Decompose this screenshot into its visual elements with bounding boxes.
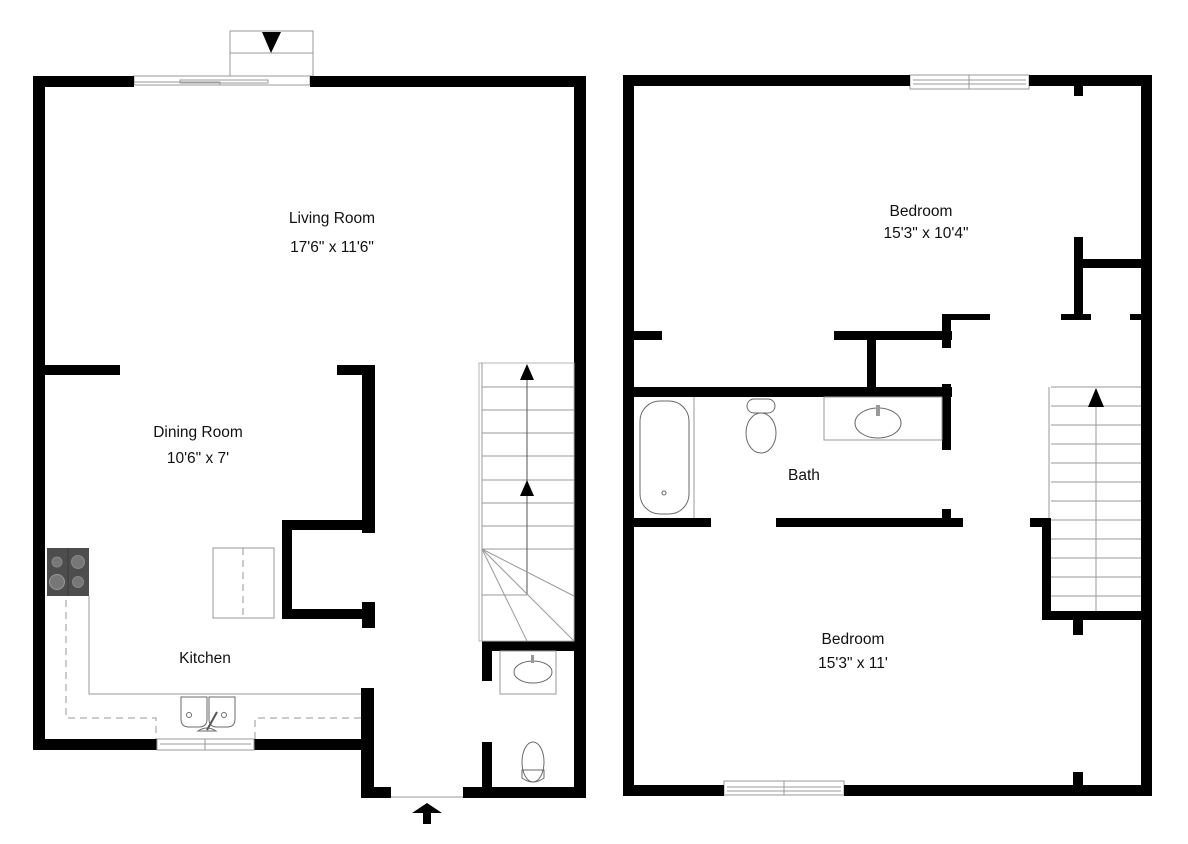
upper-floor: Bedroom 15'3" x 10'4" Bath Bedroom 15'3"…	[623, 74, 1152, 796]
toilet	[745, 398, 777, 454]
room-label-bedroom-2: Bedroom	[822, 631, 885, 648]
stairs-up-arrow-icon	[520, 480, 534, 496]
half-bath-toilet	[521, 741, 545, 783]
room-dimensions-bedroom-2: 15'3" x 11'	[818, 655, 888, 672]
bedroom-window-bottom	[723, 780, 845, 796]
ground-floor: Living Room 17'6" x 11'6" Dining Room 10…	[33, 30, 586, 824]
bedroom-window-top	[909, 74, 1030, 90]
stairs	[1048, 386, 1141, 611]
room-label-dining-room: Dining Room	[153, 424, 243, 441]
kitchen-window	[156, 738, 255, 751]
room-label-bedroom-1: Bedroom	[890, 203, 953, 220]
entry-arrow-down-icon	[262, 32, 281, 53]
stairs-arrow-icon	[1088, 388, 1104, 407]
sliding-door	[133, 75, 311, 86]
stairs-up	[478, 362, 575, 642]
room-dimensions-dining-room: 10'6" x 7'	[167, 450, 229, 467]
double-sink	[180, 696, 236, 732]
entry-arrow-up-icon	[412, 803, 442, 824]
half-bath-sink	[499, 650, 557, 695]
patio-step	[229, 30, 314, 77]
vanity-sink	[823, 396, 943, 441]
room-dimensions-living-room: 17'6" x 11'6"	[290, 239, 374, 256]
stairs-up-arrow-icon	[520, 364, 534, 380]
room-label-kitchen: Kitchen	[179, 650, 231, 667]
kitchen-island	[212, 547, 275, 619]
room-label-bath: Bath	[788, 467, 820, 484]
bathtub	[639, 397, 695, 518]
room-label-living-room: Living Room	[289, 210, 375, 227]
stove	[47, 548, 89, 596]
room-dimensions-bedroom-1: 15'3" x 10'4"	[883, 225, 968, 242]
